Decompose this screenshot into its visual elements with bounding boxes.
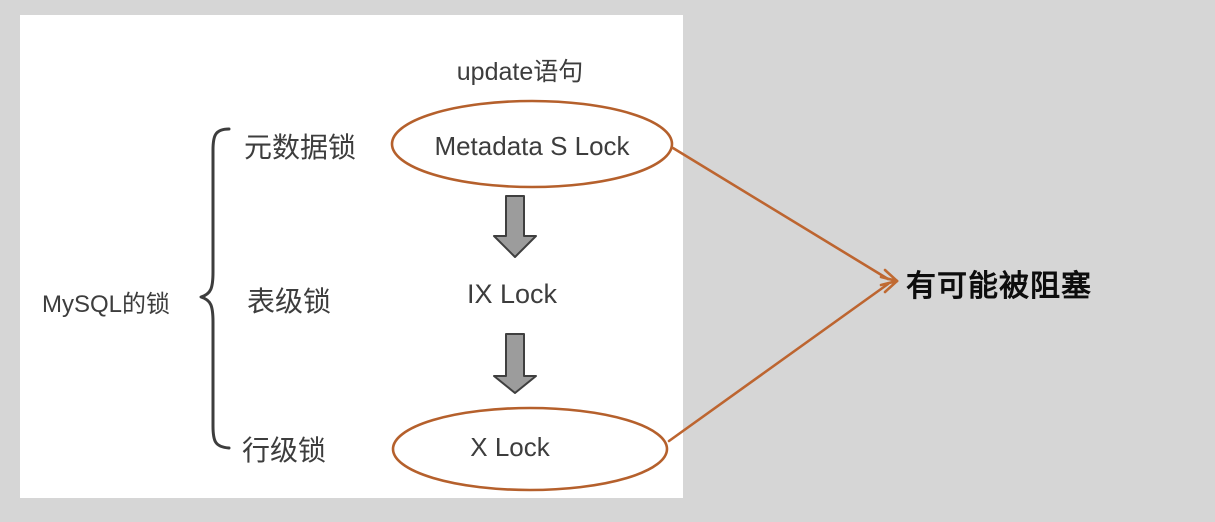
diagram-panel [20, 15, 683, 498]
result-label: 有可能被阻塞 [906, 270, 1092, 303]
brace-icon [199, 127, 231, 450]
x-lock-ellipse [391, 406, 669, 492]
connector-line-top [671, 146, 890, 281]
update-statement-label: update语句 [456, 58, 584, 86]
row-label-metadata-lock: 元数据锁 [244, 132, 357, 163]
metadata-s-lock-ellipse [390, 99, 674, 189]
arrowhead-icon [879, 268, 899, 294]
down-arrow-icon [493, 333, 537, 394]
ix-lock-label: IX Lock [466, 279, 558, 309]
down-arrow-icon [493, 195, 537, 258]
row-label-table-lock: 表级锁 [247, 286, 332, 317]
x-lock-label: X Lock [470, 432, 550, 462]
row-label-row-lock: 行级锁 [242, 435, 327, 466]
root-label: MySQL的锁 [42, 291, 171, 318]
metadata-s-lock-label: Metadata S Lock [434, 131, 630, 161]
connector-line-bottom [667, 282, 890, 443]
